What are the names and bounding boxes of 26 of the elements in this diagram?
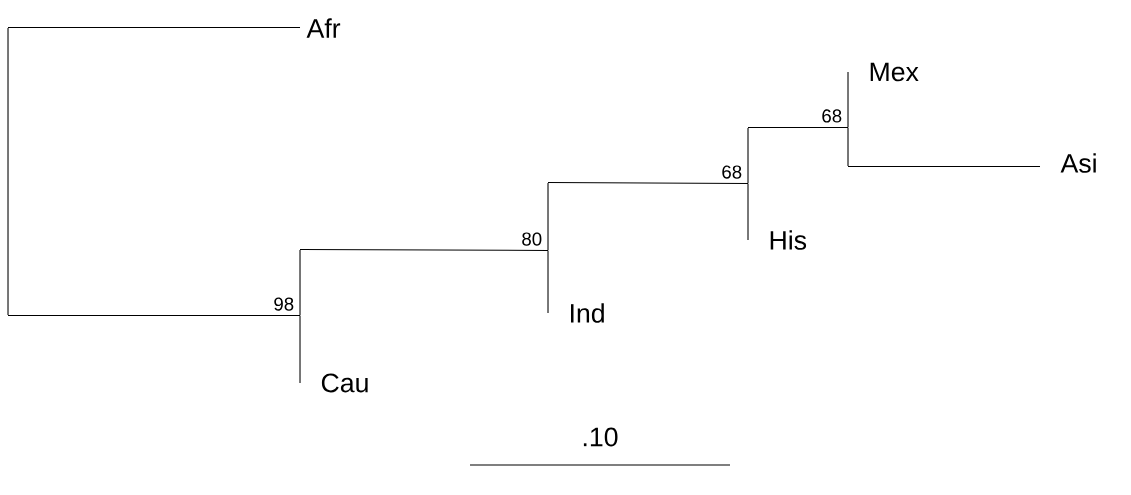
taxon-label: His bbox=[770, 230, 807, 250]
taxon-label: Ind bbox=[571, 303, 604, 323]
bootstrap-value: 68 bbox=[722, 165, 742, 179]
bootstrap-value: 98 bbox=[274, 297, 294, 311]
taxon-label: Afr bbox=[306, 18, 341, 38]
scale-label: .10 bbox=[583, 427, 618, 447]
branch-line bbox=[7, 26, 301, 29]
branch-line bbox=[7, 27, 9, 316]
branch-line bbox=[847, 166, 1041, 168]
branch-line bbox=[747, 126, 849, 129]
branch-line bbox=[547, 181, 749, 185]
bootstrap-value: 68 bbox=[822, 109, 842, 123]
taxon-label: Asi bbox=[1060, 153, 1096, 173]
branch-line bbox=[747, 127, 749, 184]
branch-line bbox=[547, 182, 549, 251]
branch-line bbox=[299, 249, 301, 316]
bootstrap-value: 80 bbox=[522, 232, 542, 246]
branch-line bbox=[299, 315, 301, 384]
taxon-label: Mex bbox=[870, 62, 919, 82]
branch-line bbox=[847, 127, 849, 167]
branch-line bbox=[847, 71, 849, 128]
branch-line bbox=[547, 249, 549, 314]
branch-line bbox=[747, 182, 749, 241]
taxon-label: Cau bbox=[321, 373, 368, 393]
branch-line bbox=[7, 314, 301, 317]
branch-line bbox=[299, 248, 549, 252]
